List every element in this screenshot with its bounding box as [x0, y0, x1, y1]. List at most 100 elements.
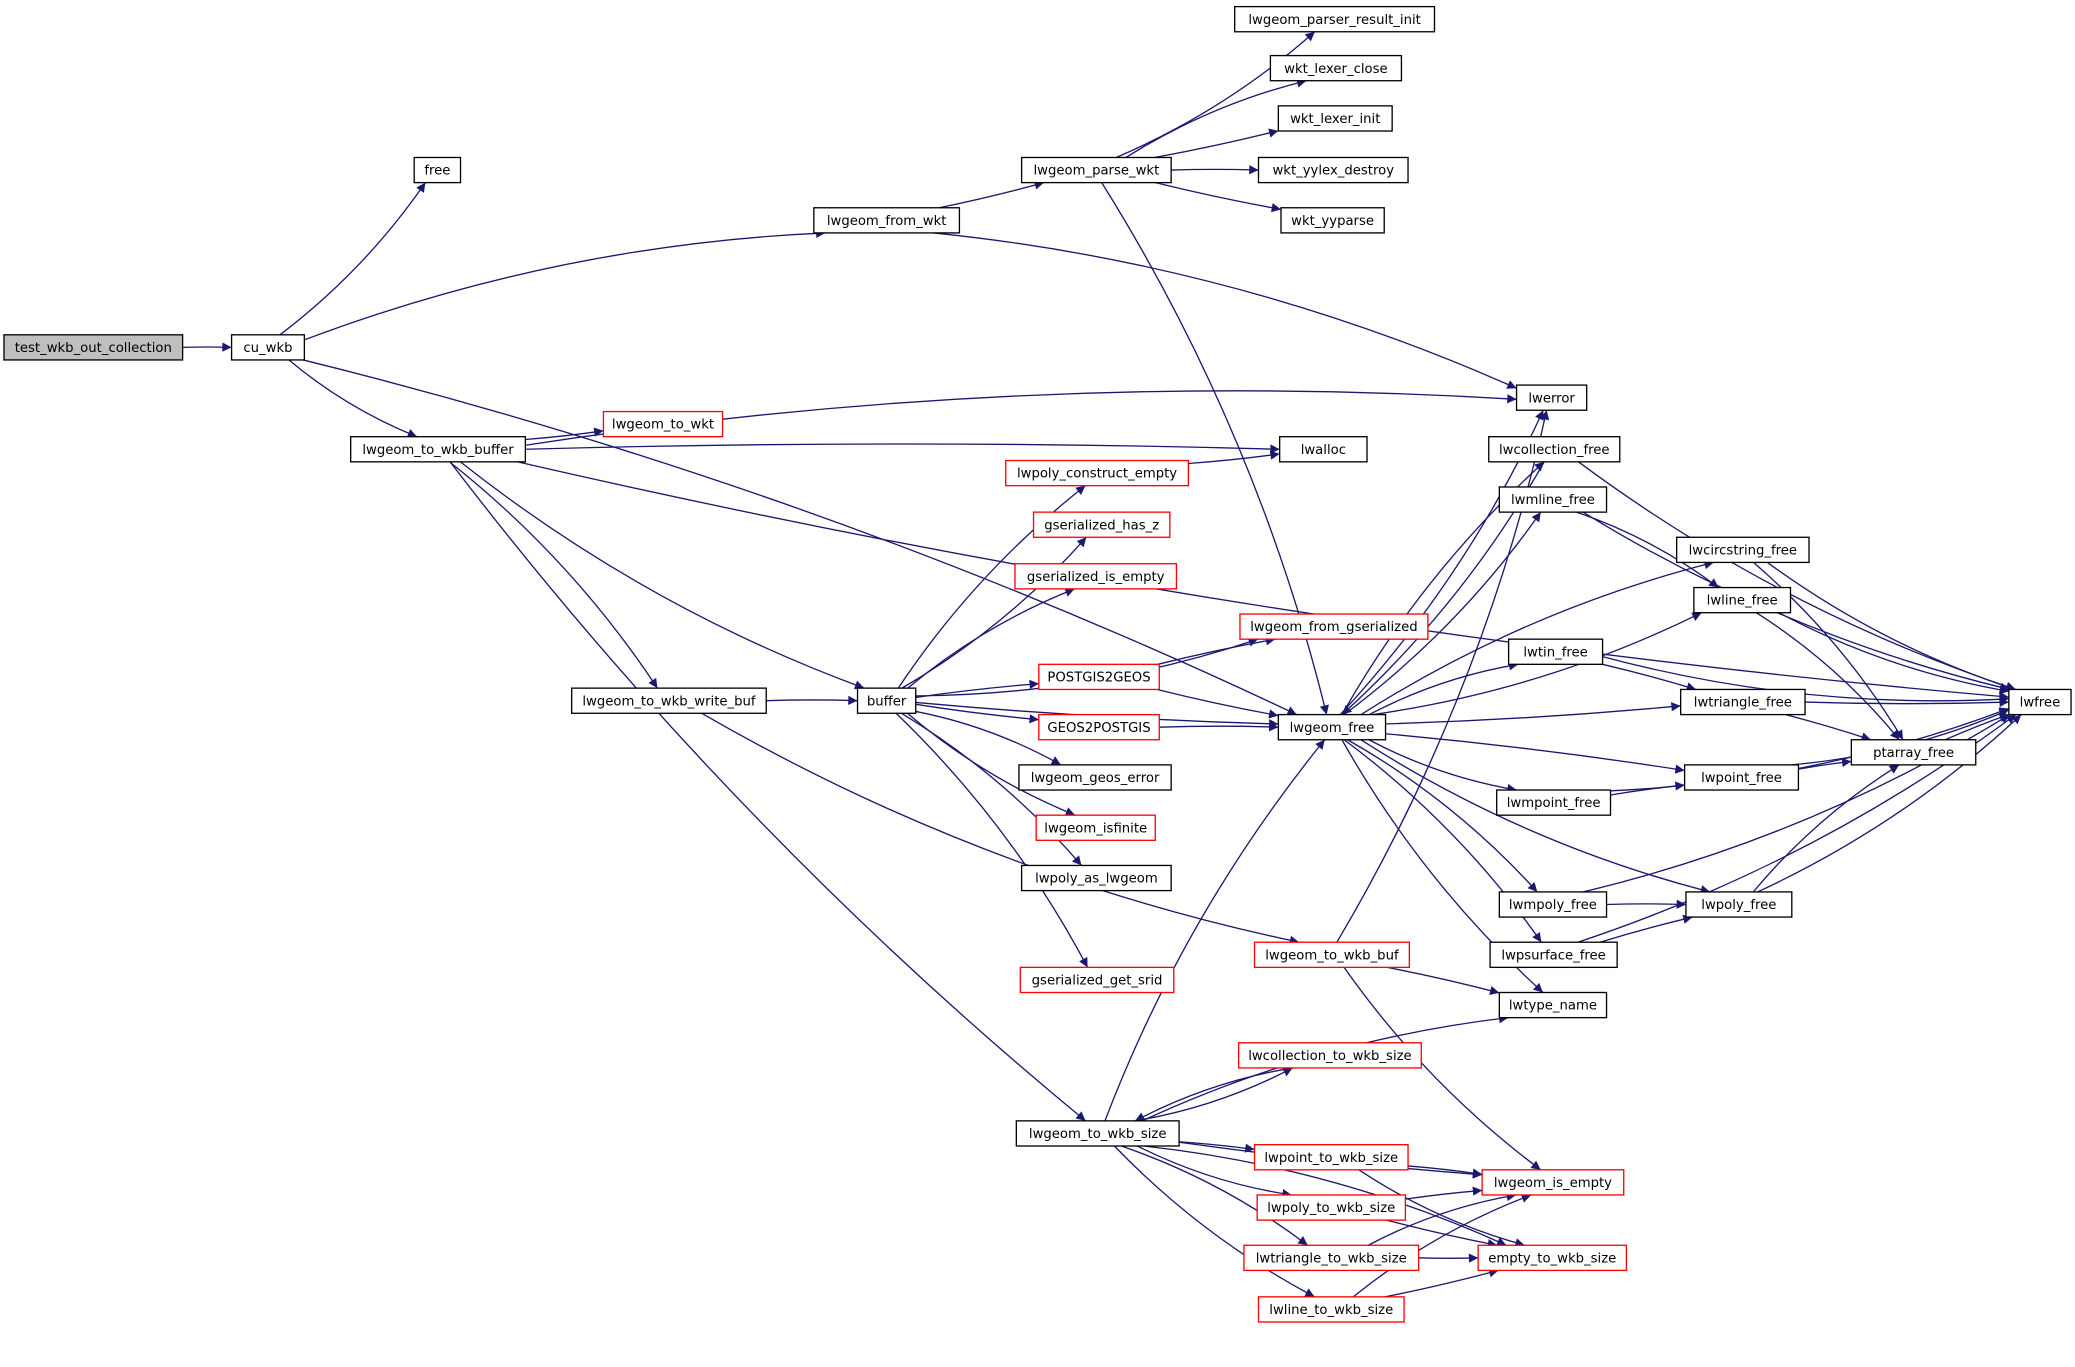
- node-box[interactable]: [1243, 1244, 1420, 1272]
- node-box[interactable]: [1498, 486, 1608, 513]
- node-box[interactable]: [1488, 436, 1621, 463]
- node-box[interactable]: [1693, 586, 1792, 614]
- node-lwgeom-from-gserialized[interactable]: lwgeom_from_gserialized: [1239, 613, 1429, 640]
- node-lwmpoint-free[interactable]: lwmpoint_free: [1496, 789, 1612, 816]
- node-box[interactable]: [1019, 966, 1175, 994]
- node-box[interactable]: [1253, 1144, 1409, 1171]
- node-box[interactable]: [350, 436, 527, 463]
- node-box[interactable]: [1234, 5, 1436, 33]
- node-box[interactable]: [1676, 536, 1810, 564]
- node-box[interactable]: [1257, 1296, 1405, 1323]
- node-lwpoly-to-wkb-size[interactable]: lwpoly_to_wkb_size: [1256, 1194, 1407, 1221]
- node-lwalloc[interactable]: lwalloc: [1279, 436, 1368, 463]
- node-lwpoly-as-lwgeom[interactable]: lwpoly_as_lwgeom: [1020, 864, 1172, 892]
- node-box[interactable]: [1257, 156, 1409, 184]
- node-lwpoint-free[interactable]: lwpoint_free: [1683, 764, 1800, 791]
- node-box[interactable]: [1014, 563, 1178, 590]
- node-lwtriangle-free[interactable]: lwtriangle_free: [1679, 688, 1806, 716]
- node-lwpoint-to-wkb-size[interactable]: lwpoint_to_wkb_size: [1253, 1144, 1409, 1171]
- node-box[interactable]: [1038, 713, 1160, 741]
- node-box[interactable]: [1032, 511, 1171, 538]
- node-geos2postgis[interactable]: GEOS2POSTGIS: [1038, 713, 1160, 741]
- node-lwgeom-is-empty[interactable]: lwgeom_is_empty: [1481, 1169, 1625, 1196]
- node-wkt-lexer-close[interactable]: wkt_lexer_close: [1269, 54, 1403, 82]
- node-lwmline-free[interactable]: lwmline_free: [1498, 486, 1608, 513]
- node-lwpoly-construct-empty[interactable]: lwpoly_construct_empty: [1005, 459, 1190, 487]
- node-box[interactable]: [1481, 1169, 1625, 1196]
- node-lwcollection-free[interactable]: lwcollection_free: [1488, 436, 1621, 463]
- node-box[interactable]: [230, 334, 306, 361]
- node-test-wkb-out-collection[interactable]: test_wkb_out_collection: [3, 334, 184, 361]
- node-box[interactable]: [1038, 663, 1160, 691]
- node-lwerror[interactable]: lwerror: [1515, 384, 1588, 411]
- node-box[interactable]: [571, 687, 767, 714]
- node-box[interactable]: [1498, 991, 1608, 1019]
- node-lwline-to-wkb-size[interactable]: lwline_to_wkb_size: [1257, 1296, 1405, 1323]
- node-box[interactable]: [1020, 156, 1172, 184]
- node-box[interactable]: [1685, 891, 1793, 918]
- node-box[interactable]: [1683, 764, 1800, 791]
- node-box[interactable]: [1280, 207, 1385, 234]
- node-wkt-lexer-init[interactable]: wkt_lexer_init: [1277, 105, 1393, 132]
- node-lwtype-name[interactable]: lwtype_name: [1498, 991, 1608, 1019]
- node-lwline-free[interactable]: lwline_free: [1693, 586, 1792, 614]
- node-free[interactable]: free: [413, 156, 462, 184]
- node-gserialized-is-empty[interactable]: gserialized_is_empty: [1014, 563, 1178, 590]
- node-box[interactable]: [856, 687, 917, 714]
- node-lwtriangle-to-wkb-size[interactable]: lwtriangle_to_wkb_size: [1243, 1244, 1420, 1272]
- node-lwgeom-to-wkb-write-buf[interactable]: lwgeom_to_wkb_write_buf: [571, 687, 767, 714]
- node-box[interactable]: [813, 207, 961, 234]
- node-box[interactable]: [602, 410, 724, 438]
- node-box[interactable]: [2008, 688, 2072, 716]
- node-box[interactable]: [1498, 891, 1608, 918]
- node-lwgeom-geos-error[interactable]: lwgeom_geos_error: [1018, 764, 1172, 791]
- node-box[interactable]: [1277, 105, 1393, 132]
- node-box[interactable]: [1253, 941, 1411, 969]
- node-box[interactable]: [1489, 941, 1618, 969]
- node-lwmpoly-free[interactable]: lwmpoly_free: [1498, 891, 1608, 918]
- node-box[interactable]: [1020, 864, 1172, 892]
- node-box[interactable]: [3, 334, 184, 361]
- node-lwcollection-to-wkb-size[interactable]: lwcollection_to_wkb_size: [1237, 1042, 1422, 1069]
- node-lwfree[interactable]: lwfree: [2008, 688, 2072, 716]
- node-box[interactable]: [1515, 384, 1588, 411]
- node-lwgeom-parser-result-init[interactable]: lwgeom_parser_result_init: [1234, 5, 1436, 33]
- node-box[interactable]: [413, 156, 462, 184]
- node-box[interactable]: [1035, 814, 1156, 841]
- node-box[interactable]: [1269, 54, 1403, 82]
- node-lwgeom-to-wkb-size[interactable]: lwgeom_to_wkb_size: [1015, 1120, 1180, 1147]
- node-lwpsurface-free[interactable]: lwpsurface_free: [1489, 941, 1618, 969]
- node-cu-wkb[interactable]: cu_wkb: [230, 334, 306, 361]
- node-postgis2geos[interactable]: POSTGIS2GEOS: [1038, 663, 1160, 691]
- node-gserialized-has-z[interactable]: gserialized_has_z: [1032, 511, 1171, 538]
- node-box[interactable]: [1496, 789, 1612, 816]
- node-lwgeom-to-wkb-buf[interactable]: lwgeom_to_wkb_buf: [1253, 941, 1411, 969]
- node-buffer[interactable]: buffer: [856, 687, 917, 714]
- node-lwcircstring-free[interactable]: lwcircstring_free: [1676, 536, 1810, 564]
- node-box[interactable]: [1277, 713, 1387, 741]
- node-box[interactable]: [1018, 764, 1172, 791]
- node-box[interactable]: [1477, 1244, 1628, 1272]
- node-lwgeom-to-wkt[interactable]: lwgeom_to_wkt: [602, 410, 724, 438]
- node-box[interactable]: [1679, 688, 1806, 716]
- node-box[interactable]: [1239, 613, 1429, 640]
- node-gserialized-get-srid[interactable]: gserialized_get_srid: [1019, 966, 1175, 994]
- node-empty-to-wkb-size[interactable]: empty_to_wkb_size: [1477, 1244, 1628, 1272]
- node-lwtin-free[interactable]: lwtin_free: [1507, 638, 1604, 665]
- node-wkt-yyparse[interactable]: wkt_yyparse: [1280, 207, 1385, 234]
- node-lwgeom-parse-wkt[interactable]: lwgeom_parse_wkt: [1020, 156, 1172, 184]
- node-ptarray-free[interactable]: ptarray_free: [1850, 739, 1977, 766]
- node-lwgeom-from-wkt[interactable]: lwgeom_from_wkt: [813, 207, 961, 234]
- node-box[interactable]: [1279, 436, 1368, 463]
- node-lwgeom-to-wkb-buffer[interactable]: lwgeom_to_wkb_buffer: [350, 436, 527, 463]
- node-box[interactable]: [1237, 1042, 1422, 1069]
- node-lwpoly-free[interactable]: lwpoly_free: [1685, 891, 1793, 918]
- node-lwgeom-free[interactable]: lwgeom_free: [1277, 713, 1387, 741]
- node-box[interactable]: [1256, 1194, 1407, 1221]
- node-wkt-yylex-destroy[interactable]: wkt_yylex_destroy: [1257, 156, 1409, 184]
- node-box[interactable]: [1850, 739, 1977, 766]
- node-box[interactable]: [1005, 459, 1190, 487]
- node-box[interactable]: [1507, 638, 1604, 665]
- node-lwgeom-isfinite[interactable]: lwgeom_isfinite: [1035, 814, 1156, 841]
- node-box[interactable]: [1015, 1120, 1180, 1147]
